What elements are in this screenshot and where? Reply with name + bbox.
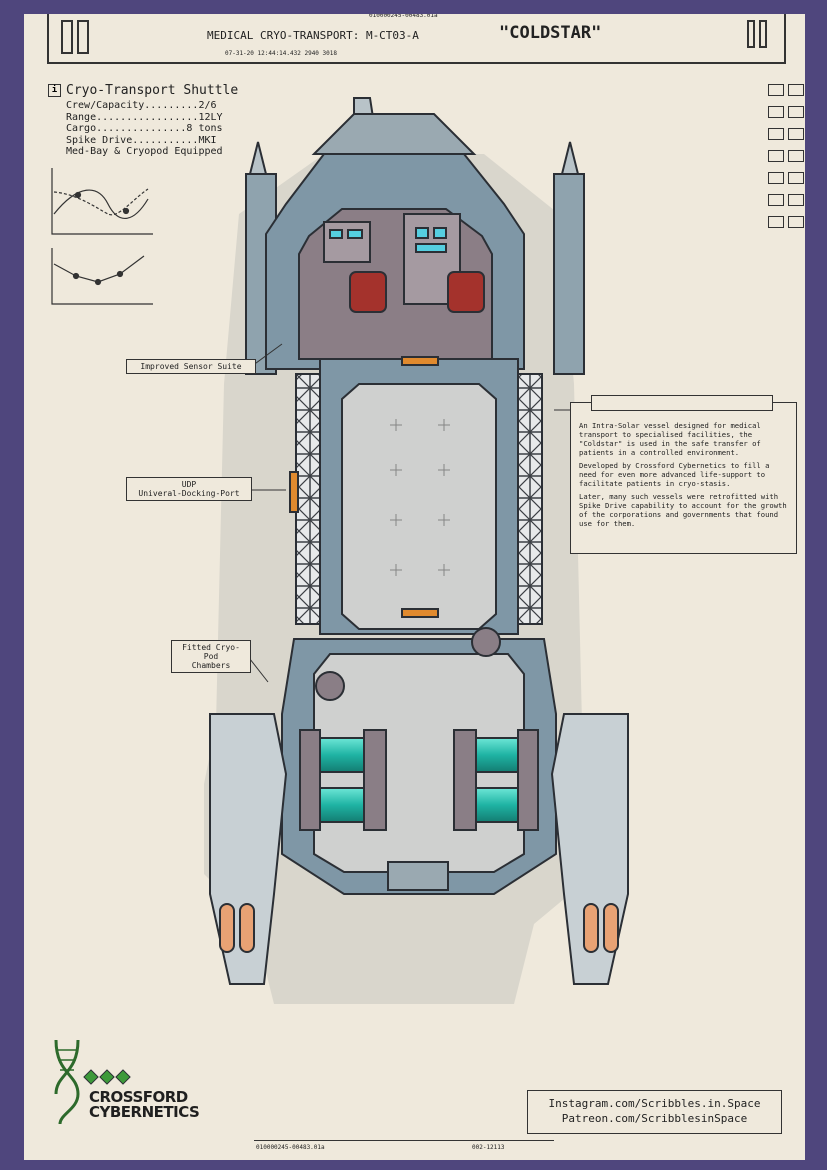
margin-square [788,172,804,184]
margin-square [788,216,804,228]
instagram-link[interactable]: Instagram.com/Scribbles.in.Space [548,1097,761,1110]
header-slot [747,20,755,48]
patreon-link[interactable]: Patreon.com/ScribblesinSpace [561,1112,748,1125]
margin-square [768,194,784,206]
serial-sub: 07-31-20 12:44:14.432 2940 3018 [225,50,337,57]
margin-square [788,84,804,96]
callout-cryo-pods: Fitted Cryo-Pod Chambers [171,640,251,673]
margin-square [768,106,784,118]
margin-square [788,128,804,140]
info-icon: i [48,84,61,97]
description-paragraph: Later, many such vessels were retrofitte… [579,492,787,528]
ship-illustration [204,97,629,1004]
callout-sensor-suite: Improved Sensor Suite [126,359,256,374]
margin-square [788,150,804,162]
callout-udp: UDP Univeral-Docking-Port [126,477,252,501]
brand-name: CROSSFORD CYBERNETICS [89,1088,200,1121]
spec-line: Spike Drive...........MKI [66,134,217,146]
callout-udp-line2: Univeral-Docking-Port [138,489,240,498]
margin-square [768,150,784,162]
description-tab [591,395,773,411]
header-slot [759,20,767,48]
margin-square [768,172,784,184]
crossford-logo-icon [54,1039,131,1124]
spec-line: Range.................12LY [66,111,223,123]
description-paragraph: An Intra-Solar vessel designed for medic… [579,421,761,457]
ship-designation: MEDICAL CRYO-TRANSPORT: M-CT03-A [207,29,419,42]
brand-line2: CYBERNETICS [89,1103,200,1121]
header-slot [61,20,73,54]
bottom-rule [254,1140,554,1141]
description-paragraph: Developed by Crossford Cybernetics to fi… [579,461,770,488]
callout-cryo-line1: Fitted Cryo-Pod [182,643,240,661]
margin-square [788,106,804,118]
serial-bottom-right: 002-12113 [472,1144,505,1151]
description-text: An Intra-Solar vessel designed for medic… [579,421,788,532]
header-slot [77,20,89,54]
description-panel: An Intra-Solar vessel designed for medic… [570,395,797,554]
serial-bottom-left: 010000245-00483.01a [256,1144,325,1151]
ship-name: "COLDSTAR" [499,23,602,43]
margin-square [788,194,804,206]
header-bar: 010000245-00483.01a MEDICAL CRYO-TRANSPO… [47,14,786,64]
spec-line: Crew/Capacity.........2/6 [66,100,217,111]
sketch-graphs [51,168,153,305]
spec-title: Cryo-Transport Shuttle [66,83,239,98]
margin-square [768,128,784,140]
callout-udp-line1: UDP [181,480,197,489]
callout-cryo-line2: Chambers [191,661,231,670]
margin-square [768,216,784,228]
spec-lines: Crew/Capacity.........2/6 Range.........… [66,100,223,158]
blueprint-sheet: 010000245-00483.01a MEDICAL CRYO-TRANSPO… [24,14,805,1160]
spec-line: Med-Bay & Cryopod Equipped [66,146,223,157]
brand-line1: CROSSFORD [89,1088,188,1106]
margin-square [768,84,784,96]
social-links: Instagram.com/Scribbles.in.Space Patreon… [527,1090,782,1134]
serial-top: 010000245-00483.01a [369,12,438,19]
spec-line: Cargo...............8 tons [66,123,223,134]
